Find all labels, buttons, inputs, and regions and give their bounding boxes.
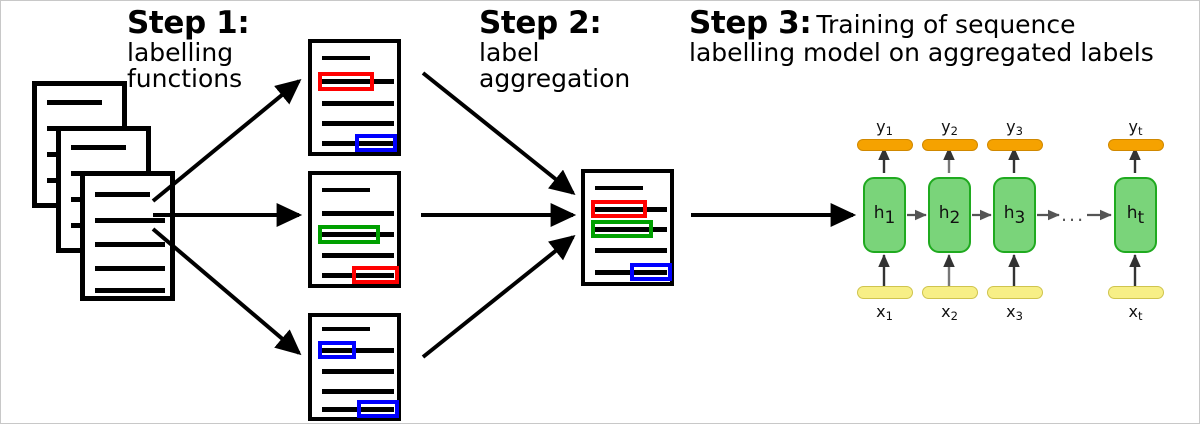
aggregated-doc	[581, 169, 674, 286]
label-y2: y2	[941, 117, 958, 139]
doc-line	[95, 288, 165, 293]
input-pill-x2	[922, 286, 978, 299]
input-pill-x1	[857, 286, 913, 299]
step-2-title: Step 2:	[479, 5, 602, 41]
doc-line	[95, 266, 165, 271]
doc-line	[322, 253, 394, 258]
step-2-subtitle-line-2: aggregation	[479, 64, 631, 94]
arrow-stack-to-doc-3	[151, 227, 302, 356]
arrow-stack-to-doc-1	[151, 78, 302, 203]
doc-line	[322, 188, 370, 192]
doc-line	[322, 101, 394, 106]
fan-out-arrows	[151, 78, 303, 356]
label-y1: y1	[876, 117, 893, 139]
doc-line	[322, 121, 394, 126]
doc-line	[595, 227, 667, 232]
step-3-heading: Step 3: Training of sequence labelling m…	[689, 7, 1154, 66]
rnn-ellipsis: ...	[1061, 204, 1086, 226]
hidden-cell-h3-label: h3	[1003, 202, 1026, 228]
annotation-box-red	[352, 266, 399, 284]
doc-line	[322, 273, 394, 278]
step-3-subtitle-line-1: Training of sequence	[816, 10, 1076, 39]
label-x3: x3	[1006, 302, 1023, 324]
labelled-doc-1	[308, 39, 401, 156]
arrow-doc-1-to-aggregate	[421, 71, 576, 195]
step-1-heading: Step 1: labelling functions	[127, 5, 250, 94]
label-x2: x2	[941, 302, 958, 324]
step-2-subtitle-line-1: label	[479, 37, 540, 67]
doc-line	[322, 56, 370, 60]
output-pill-y1	[857, 139, 913, 151]
doc-line	[322, 79, 394, 84]
label-x1: x1	[876, 302, 893, 324]
annotation-box-red	[318, 72, 374, 91]
annotation-box-green	[591, 220, 653, 238]
fan-in-arrows	[421, 71, 577, 359]
doc-line	[95, 192, 150, 197]
doc-line	[95, 242, 165, 247]
doc-line	[322, 232, 394, 237]
step-3-title: Step 3:	[689, 5, 812, 41]
hidden-cell-ht-label: ht	[1126, 202, 1145, 228]
step-2-heading: Step 2: label aggregation	[479, 7, 630, 93]
annotation-box-blue	[357, 400, 399, 418]
step-1-subtitle-line-1: labelling	[127, 37, 234, 67]
step-3-subtitle-line-2: labelling model on aggregated labels	[689, 37, 1154, 67]
step-1-subtitle-line-2: functions	[127, 64, 243, 94]
hidden-cell-h2-label: h2	[938, 202, 961, 228]
hidden-cell-ht: ht	[1114, 177, 1157, 253]
annotation-box-blue	[630, 263, 672, 281]
doc-line	[322, 369, 394, 374]
doc-line	[95, 218, 165, 223]
doc-line	[322, 211, 394, 216]
hidden-cell-h2: h2	[928, 177, 971, 253]
label-y3: y3	[1006, 117, 1023, 139]
doc-line	[595, 207, 667, 212]
annotation-box-blue	[355, 134, 397, 152]
doc-line	[595, 248, 667, 253]
labelled-doc-3	[308, 313, 401, 421]
doc-line	[71, 145, 126, 150]
arrow-doc-3-to-aggregate	[421, 235, 576, 359]
doc-line	[322, 348, 394, 353]
doc-line	[47, 100, 102, 105]
hidden-cell-h3: h3	[993, 177, 1036, 253]
doc-line	[322, 389, 394, 394]
rnn-input-arrows	[878, 254, 1141, 286]
output-pill-y2	[922, 139, 978, 151]
step-1-title: Step 1:	[127, 5, 250, 41]
output-pill-y3	[987, 139, 1043, 151]
annotation-box-green	[318, 225, 380, 244]
labelled-doc-2	[308, 171, 401, 288]
hidden-cell-h1-label: h1	[873, 202, 896, 228]
annotation-box-red	[591, 200, 647, 218]
annotation-box-blue	[318, 341, 356, 359]
hidden-cell-h1: h1	[863, 177, 906, 253]
doc-line	[322, 327, 370, 331]
label-xt: xt	[1128, 302, 1143, 324]
input-pill-x3	[987, 286, 1043, 299]
input-pill-xt	[1108, 286, 1164, 299]
doc-line	[595, 186, 643, 190]
label-yt: yt	[1128, 117, 1143, 139]
rnn-output-arrows	[878, 147, 1141, 173]
output-pill-yt	[1108, 139, 1164, 151]
